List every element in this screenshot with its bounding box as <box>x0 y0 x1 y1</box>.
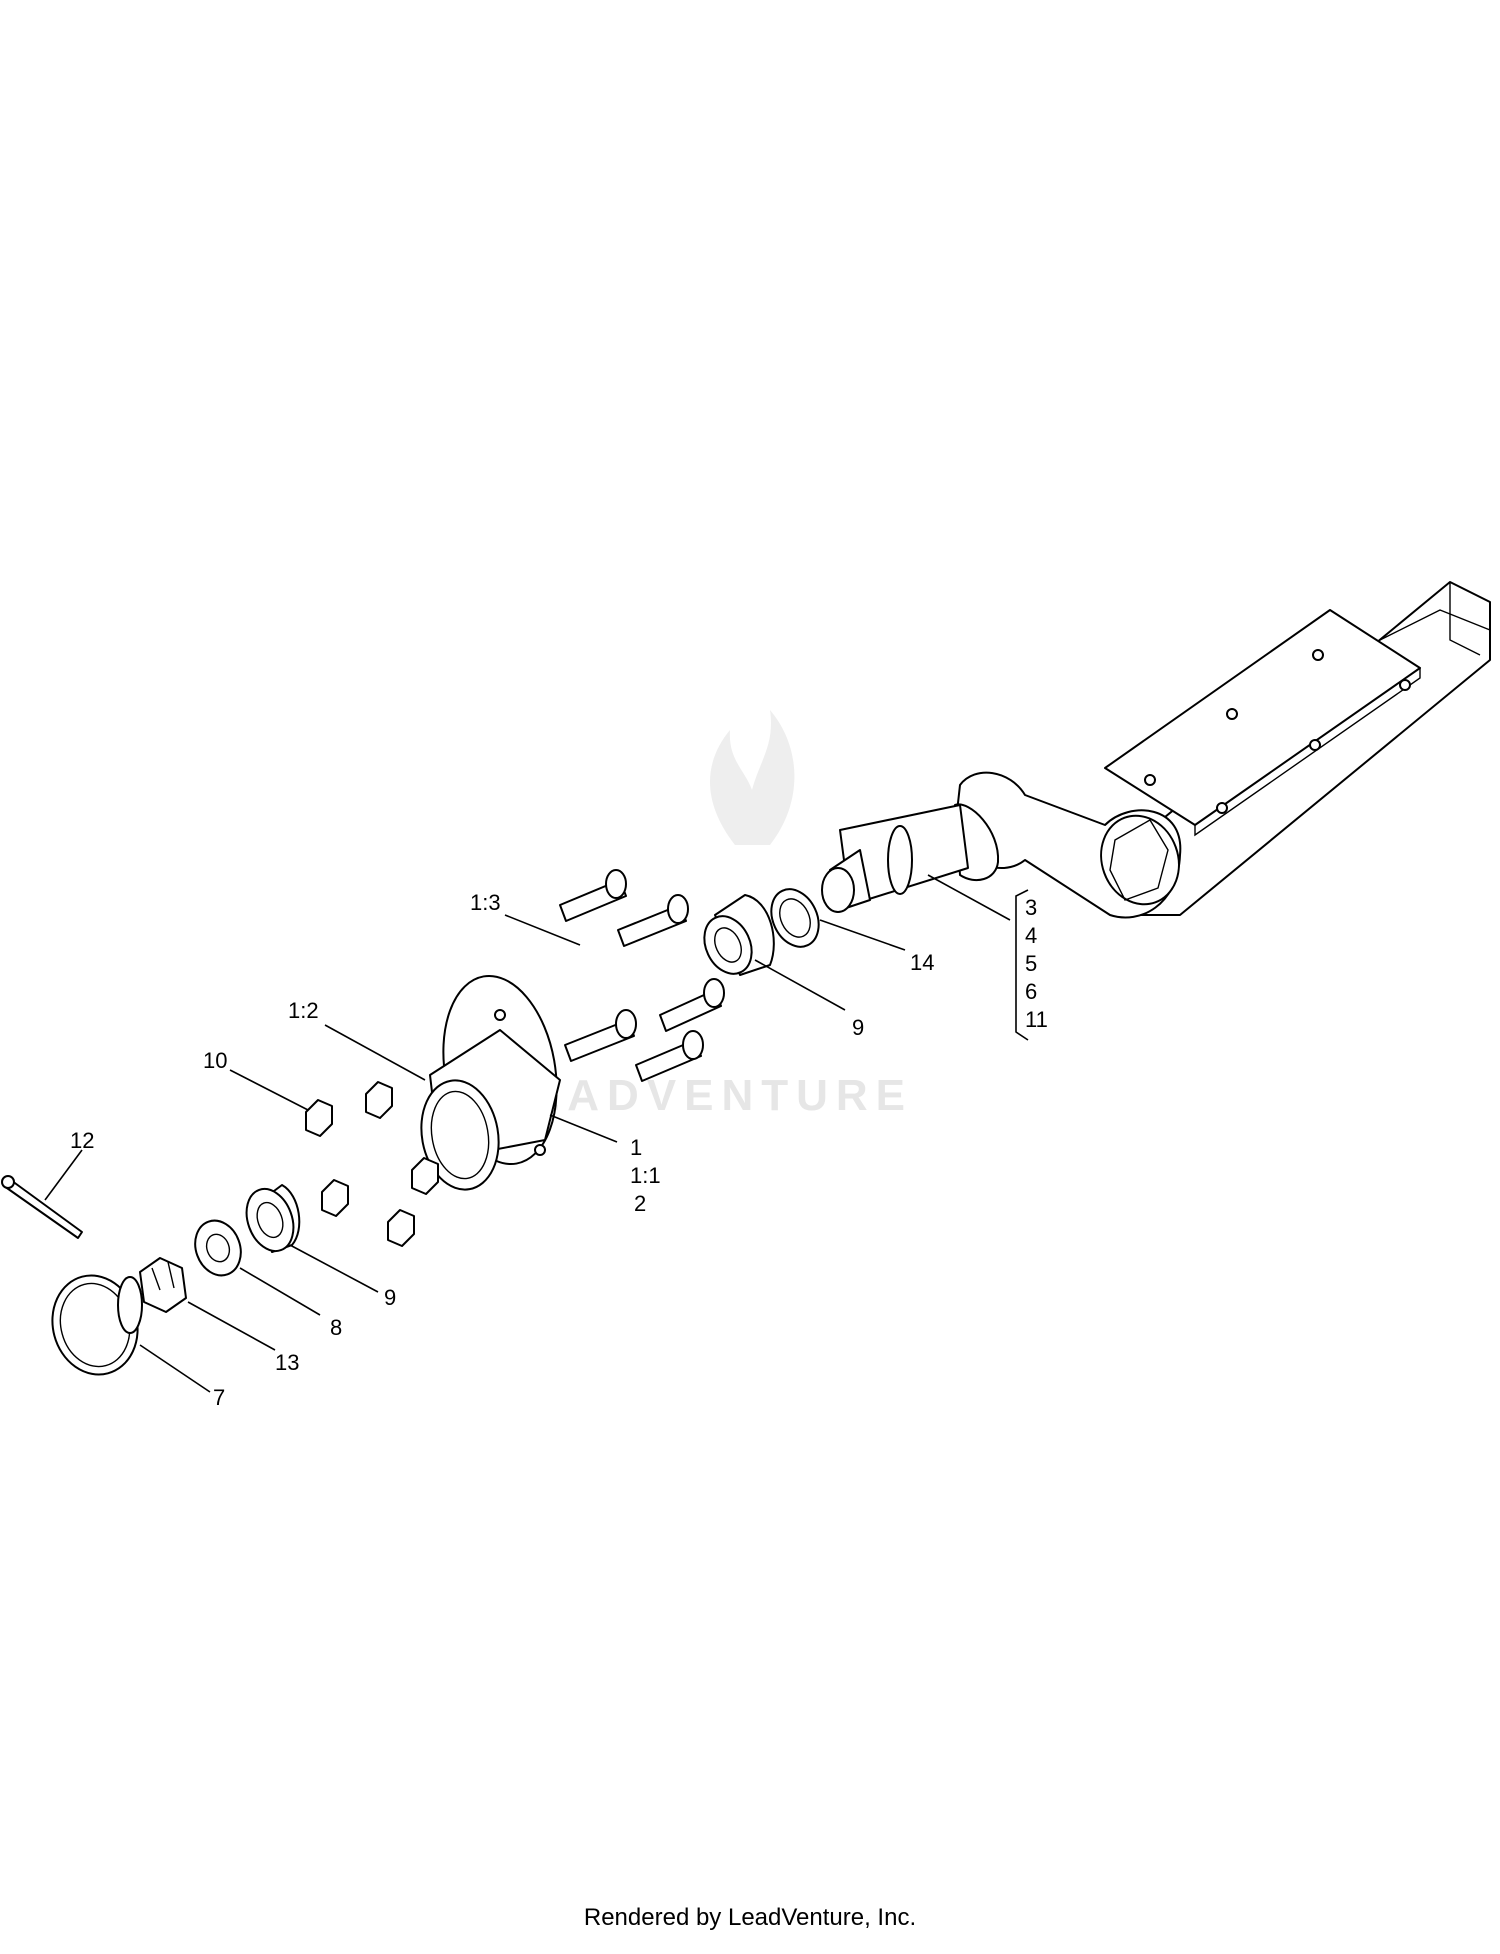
callout-2: 2 <box>634 1191 646 1216</box>
leader-lines <box>44 874 1029 1393</box>
hub-stud-hole-1 <box>494 1009 506 1021</box>
cotter-pin <box>1 1175 83 1239</box>
lug-nut-4 <box>321 1179 349 1217</box>
callout-1-3: 1:3 <box>470 890 501 915</box>
render-credit: Rendered by LeadVenture, Inc. <box>583 1904 917 1931</box>
dust-cap <box>51 1274 143 1376</box>
callout-1-2: 1:2 <box>288 998 319 1023</box>
callout-group-5: 5 <box>1025 951 1037 976</box>
callout-13: 13 <box>275 1350 299 1375</box>
outer-bearing-cone <box>245 1184 301 1253</box>
watermark-flame-logo <box>710 710 795 845</box>
axle-tube-face <box>1379 609 1491 641</box>
plate-hole-1 <box>1144 774 1156 786</box>
hub-stud-hole-2 <box>534 1144 546 1156</box>
leader-1 <box>549 1114 618 1143</box>
plate-hole-4 <box>1216 802 1228 814</box>
callout-group-3: 3 <box>1025 895 1037 920</box>
plate-hole-2 <box>1226 708 1238 720</box>
mounting-plate-edge <box>1194 668 1421 837</box>
leader-14 <box>819 919 906 951</box>
leader-10 <box>229 1069 309 1111</box>
group-bracket <box>1015 889 1029 1041</box>
callout-14: 14 <box>910 950 934 975</box>
callout-9-upper: 9 <box>852 1015 864 1040</box>
lug-nut-5 <box>387 1209 415 1247</box>
callouts: 1:3 1:2 10 12 14 9 1 1:1 2 9 8 13 7 3 4 … <box>70 890 1048 1410</box>
callout-1-1: 1:1 <box>630 1163 661 1188</box>
spindle-axle-assembly <box>821 581 1491 919</box>
wheel-hub <box>420 974 561 1191</box>
callout-7: 7 <box>213 1385 225 1410</box>
wheel-studs <box>559 869 725 1082</box>
leader-1-3 <box>504 914 581 946</box>
square-bore <box>1109 819 1169 901</box>
spindle-end <box>821 867 855 913</box>
axle-tube-edge <box>1449 582 1481 656</box>
spindle-step <box>887 825 913 895</box>
hub-bore <box>430 1090 490 1180</box>
leader-8 <box>239 1267 321 1316</box>
watermark: LEADVENTURE <box>495 710 913 1120</box>
leader-13 <box>187 1301 276 1351</box>
plate-hole-5 <box>1309 739 1321 751</box>
lug-nut-1 <box>305 1099 333 1137</box>
lug-nut-3 <box>411 1157 439 1195</box>
callout-8: 8 <box>330 1315 342 1340</box>
leader-9-upper <box>754 959 846 1011</box>
callout-1: 1 <box>630 1135 642 1160</box>
spindle-washer <box>194 1219 242 1277</box>
leader-12 <box>44 1149 83 1201</box>
callout-group-6: 6 <box>1025 979 1037 1004</box>
callout-10: 10 <box>203 1048 227 1073</box>
watermark-text: LEADVENTURE <box>495 1071 913 1120</box>
leader-7 <box>139 1344 211 1393</box>
callout-group-4: 4 <box>1025 923 1037 948</box>
lug-nuts <box>305 1081 439 1247</box>
plate-hole-6 <box>1399 679 1411 691</box>
castle-nut <box>139 1257 187 1313</box>
leader-1-2 <box>324 1024 426 1081</box>
leader-9-lower <box>289 1244 379 1293</box>
callout-group-11: 11 <box>1025 1007 1048 1032</box>
inner-bearing-cone <box>703 894 775 976</box>
lug-nut-2 <box>365 1081 393 1119</box>
callout-9-lower: 9 <box>384 1285 396 1310</box>
callout-12: 12 <box>70 1128 94 1153</box>
plate-hole-3 <box>1312 649 1324 661</box>
leader-spindle <box>927 874 1011 921</box>
grease-seal <box>770 888 820 948</box>
